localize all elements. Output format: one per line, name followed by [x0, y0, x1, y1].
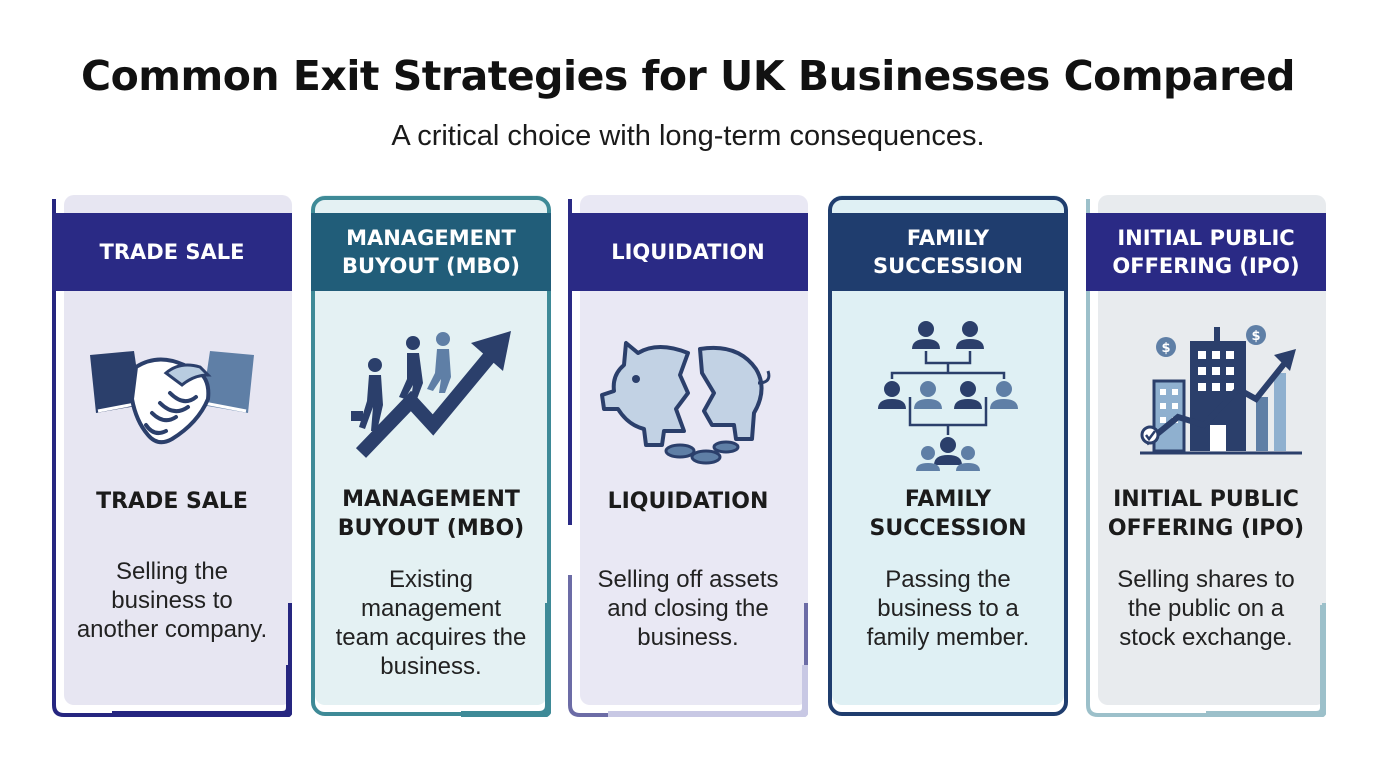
card-header: INITIAL PUBLIC OFFERING (IPO) [1086, 213, 1326, 291]
card-title: LIQUIDATION [607, 489, 769, 514]
card-border [1086, 199, 1326, 717]
card-trade-sale: TRADE SALE TRADE SALE Selling the busine… [52, 195, 292, 717]
broken-piggy-bank-icon [600, 341, 771, 465]
card-border [311, 196, 551, 717]
card-title: TRADE SALE [96, 489, 248, 514]
stock-exchange-icon: $ $ [1140, 325, 1302, 455]
page-title: Common Exit Strategies for UK Businesses… [81, 52, 1295, 100]
family-tree-icon [878, 321, 1018, 471]
card-header: TRADE SALE [52, 213, 292, 291]
handshake-icon [90, 351, 254, 445]
card-header: MANAGEMENT BUYOUT (MBO) [311, 213, 551, 291]
card-title: MANAGEMENT BUYOUT (MBO) [337, 487, 525, 541]
card-header: LIQUIDATION [568, 213, 808, 291]
card-initial-public-offering: INITIAL PUBLIC OFFERING (IPO) $ $ INITIA… [1086, 195, 1326, 717]
card-title: INITIAL PUBLIC OFFERING (IPO) [1107, 487, 1305, 541]
page-subtitle: A critical choice with long-term consequ… [391, 120, 985, 152]
card-family-succession: FAMILY SUCCESSION FAMILY SUCCESSION Pass… [828, 195, 1068, 717]
card-border [828, 196, 1068, 716]
card-description: Passing the business to a family member. [866, 566, 1030, 651]
card-management-buyout: MANAGEMENT BUYOUT (MBO) MANAGEMENT BUYOU… [311, 195, 551, 717]
card-description: Selling shares to the public on a stock … [1117, 566, 1295, 651]
card-header: FAMILY SUCCESSION [828, 213, 1068, 291]
card-title: FAMILY SUCCESSION [869, 487, 1027, 541]
svg-text:$: $ [1161, 341, 1170, 356]
svg-text:$: $ [1251, 329, 1260, 344]
card-description: Selling the business to another company. [76, 558, 268, 643]
card-description: Selling off assets and closing the busin… [597, 566, 779, 651]
card-border [52, 199, 292, 717]
climbing-team-arrow-icon [351, 331, 511, 458]
card-liquidation: LIQUIDATION LIQUIDATION Selling off asse… [568, 195, 808, 717]
card-description: Existing management team acquires the bu… [335, 566, 527, 680]
